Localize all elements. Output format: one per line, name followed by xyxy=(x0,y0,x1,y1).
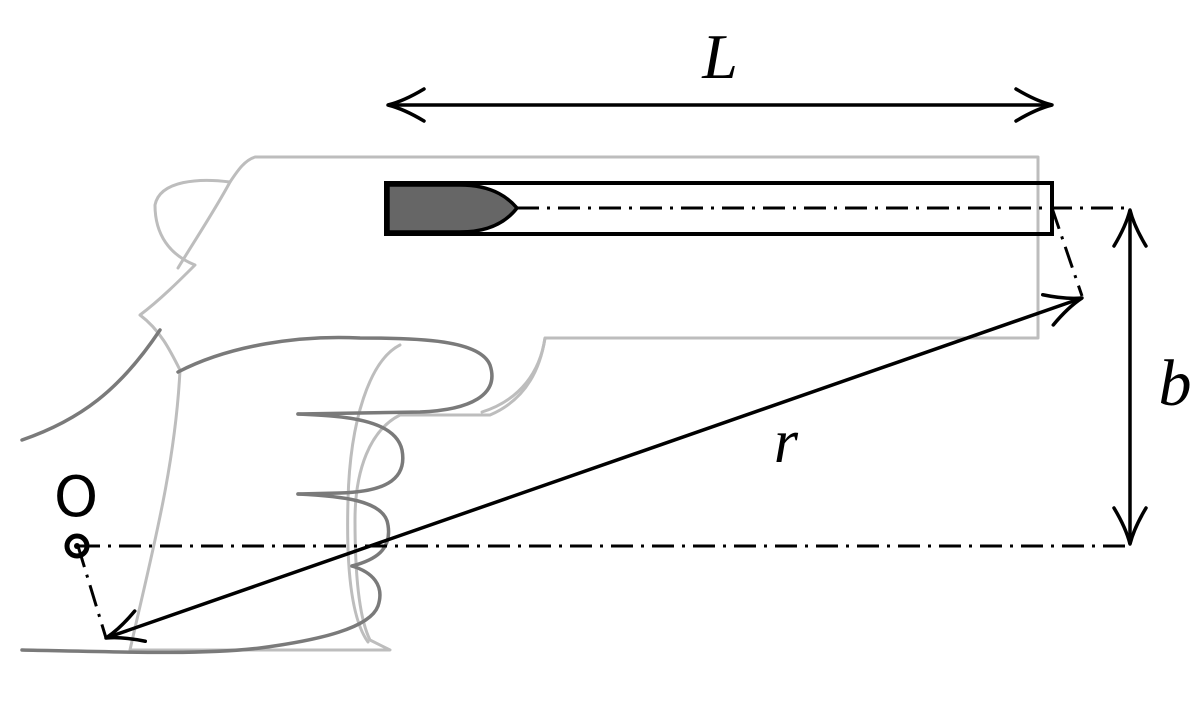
reference-lines xyxy=(76,206,1130,639)
origin-point xyxy=(64,533,90,559)
offset-label: b xyxy=(1159,347,1192,420)
origin-dot xyxy=(74,543,80,549)
origin-to-r-connector xyxy=(76,545,108,639)
hand-wrist-upper xyxy=(20,328,162,442)
dimension-arrows xyxy=(104,87,1148,644)
gun-silhouette xyxy=(128,155,1040,652)
radius-label: r xyxy=(774,408,799,476)
gun-slide-outline xyxy=(128,155,1040,652)
barrel-group xyxy=(384,181,1054,236)
length-label: L xyxy=(701,21,738,92)
origin-label: O xyxy=(54,465,98,530)
radius-arrow xyxy=(104,292,1084,644)
gun-hammer xyxy=(176,180,232,270)
hand-finger-3 xyxy=(20,564,382,655)
hand-thumb xyxy=(176,335,494,416)
muzzle-to-r-connector xyxy=(1050,207,1084,297)
bullet xyxy=(386,183,520,234)
origin-marker xyxy=(64,533,90,559)
